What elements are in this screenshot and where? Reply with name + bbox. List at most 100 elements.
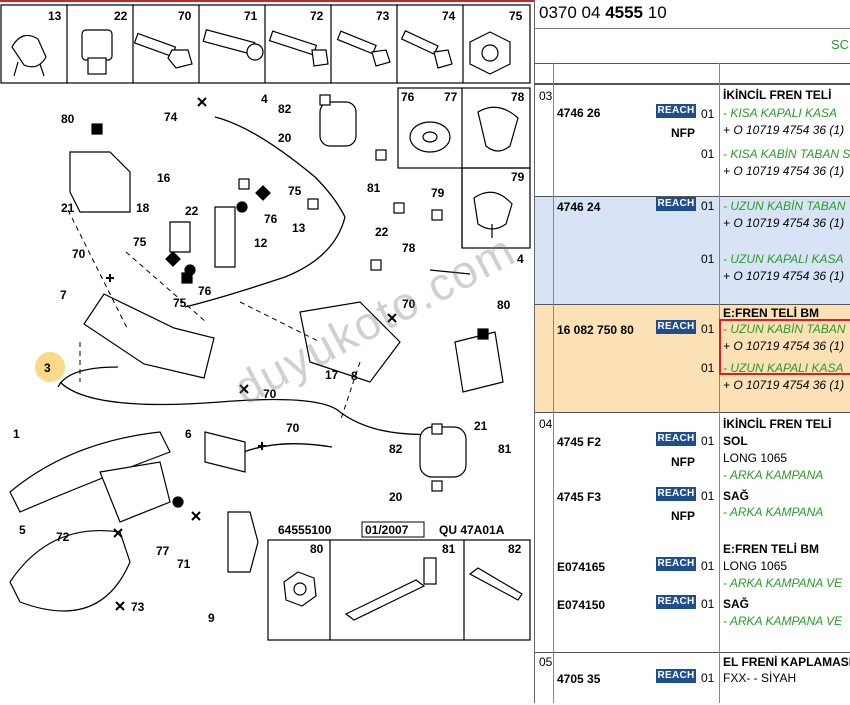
quantity: 01: [701, 671, 715, 685]
group-03-white: [535, 84, 850, 196]
bolt-72-icon: [268, 30, 329, 67]
top-parts-strip: [0, 4, 531, 84]
part-desc: - UZUN KABİN TABAN: [723, 322, 846, 336]
header-divider: [535, 28, 850, 29]
callout-80: 80: [61, 112, 75, 126]
cable-4-upper: [214, 116, 346, 218]
reach-badge: REACH: [656, 595, 696, 609]
callout-1: 1: [13, 427, 20, 441]
callout-9: 9: [208, 611, 215, 625]
grommet-22-icon: [81, 29, 113, 61]
top-strip-labels: 13 22 70 71 72 73 74 75: [48, 9, 523, 23]
part-number[interactable]: E074165: [557, 560, 606, 574]
leader-lines: [67, 209, 361, 423]
callout-73: 73: [131, 600, 145, 614]
callout-76b: 76: [198, 284, 212, 298]
bracket-17-8: [299, 301, 401, 383]
callout-7: 7: [60, 288, 67, 302]
bottom-box: [267, 539, 531, 641]
callout-12: 12: [254, 236, 268, 250]
lever-mechanism: [99, 461, 171, 523]
group-number: 05: [539, 655, 553, 669]
reach-badge: REACH: [656, 557, 696, 571]
quantity: 01: [701, 489, 715, 503]
part-number[interactable]: 4745 F2: [557, 435, 602, 449]
part-desc: - UZUN KABİN TABAN: [723, 199, 846, 213]
callout-18: 18: [136, 201, 150, 215]
header-strip-text: SC: [831, 37, 850, 52]
bottom-label-80: 80: [310, 542, 324, 556]
box-label-77: 77: [444, 90, 458, 104]
part-note: + O 10719 4754 36 (1): [723, 216, 845, 230]
exploded-diagram: 13 22 70 71 72 73 74 75 76 77 78 79: [0, 0, 534, 641]
grommet-20-upper: [319, 101, 357, 147]
part-number[interactable]: 4746 26: [557, 106, 601, 120]
bolt-73-icon: [336, 30, 391, 67]
footer-ref: QU 47A01A: [439, 523, 505, 537]
part-title: İKİNCİL FREN TELİ: [723, 417, 832, 431]
reach-badge: REACH: [656, 487, 696, 501]
part-number[interactable]: E074150: [557, 598, 606, 612]
clip-13-icon: [11, 34, 47, 68]
callout-79: 79: [431, 186, 445, 200]
part-desc: - ARKA KAMPANA: [723, 468, 824, 482]
strip-label-13: 13: [48, 9, 62, 23]
callout-22: 22: [185, 204, 199, 218]
bracket-6: [204, 431, 246, 473]
callout-78: 78: [402, 241, 416, 255]
quantity: 01: [701, 147, 715, 161]
reach-badge: REACH: [656, 320, 696, 334]
part-note: + O 10719 4754 36 (1): [723, 378, 845, 392]
box-label-76: 76: [401, 90, 415, 104]
part-desc: - UZUN KAPALI KASA: [723, 361, 844, 375]
lever-cover-5: [9, 530, 131, 612]
parts-table-panel: 0370 04 4555 10 SC 03 4746 26 REACH NFP …: [534, 0, 850, 703]
part-side: SOL: [723, 434, 748, 448]
callout-16: 16: [157, 171, 171, 185]
part-side: SAĞ: [723, 489, 750, 503]
nfp-label: NFP: [671, 509, 695, 523]
callout-75c: 75: [173, 296, 187, 310]
callout-82b: 82: [389, 442, 403, 456]
part-desc: - UZUN KAPALI KASA: [723, 252, 844, 266]
callout-13: 13: [292, 221, 306, 235]
clip-78-icon: [477, 106, 519, 152]
callout-75b: 75: [133, 235, 147, 249]
part-desc: - KISA KAPALI KASA: [723, 106, 838, 120]
callout-21: 21: [61, 201, 75, 215]
box-label-79: 79: [511, 170, 525, 184]
bracket-21-upper: [69, 151, 131, 213]
quantity: 01: [701, 597, 715, 611]
nut-75-icon: [469, 31, 511, 75]
quantity: 01: [701, 107, 715, 121]
part-number[interactable]: 4745 F3: [557, 490, 602, 504]
callout-75: 75: [288, 184, 302, 198]
callout-20: 20: [278, 131, 292, 145]
part-number[interactable]: 16 082 750 80: [557, 323, 634, 337]
callout-70b: 70: [402, 297, 416, 311]
callout-81: 81: [367, 181, 381, 195]
strip-label-73: 73: [376, 9, 390, 23]
diagram-canvas: 13 22 70 71 72 73 74 75 76 77 78 79: [0, 4, 531, 641]
cable-assembly: [57, 116, 471, 458]
footer-date-box: [361, 521, 425, 538]
callout-82: 82: [278, 102, 292, 116]
part-title: E:FREN TELİ BM: [723, 306, 819, 320]
column-divider: [719, 63, 720, 703]
strip-label-71: 71: [244, 9, 258, 23]
part-number[interactable]: 4705 35: [557, 672, 601, 686]
part-side: SAĞ: [723, 597, 750, 611]
nfp-label: NFP: [671, 126, 695, 140]
group-05: [535, 652, 850, 703]
callout-70d: 70: [286, 421, 300, 435]
part-number[interactable]: 4746 24: [557, 200, 601, 214]
reach-badge: REACH: [656, 432, 696, 446]
tie-81-icon: [344, 579, 426, 621]
strip-label-22: 22: [114, 9, 128, 23]
strip-label-75: 75: [509, 9, 523, 23]
callout-3: 3: [44, 361, 51, 375]
reach-badge: REACH: [656, 104, 696, 118]
callout-74: 74: [164, 110, 178, 124]
group-number: 03: [539, 89, 553, 103]
bottom-label-81: 81: [442, 542, 456, 556]
